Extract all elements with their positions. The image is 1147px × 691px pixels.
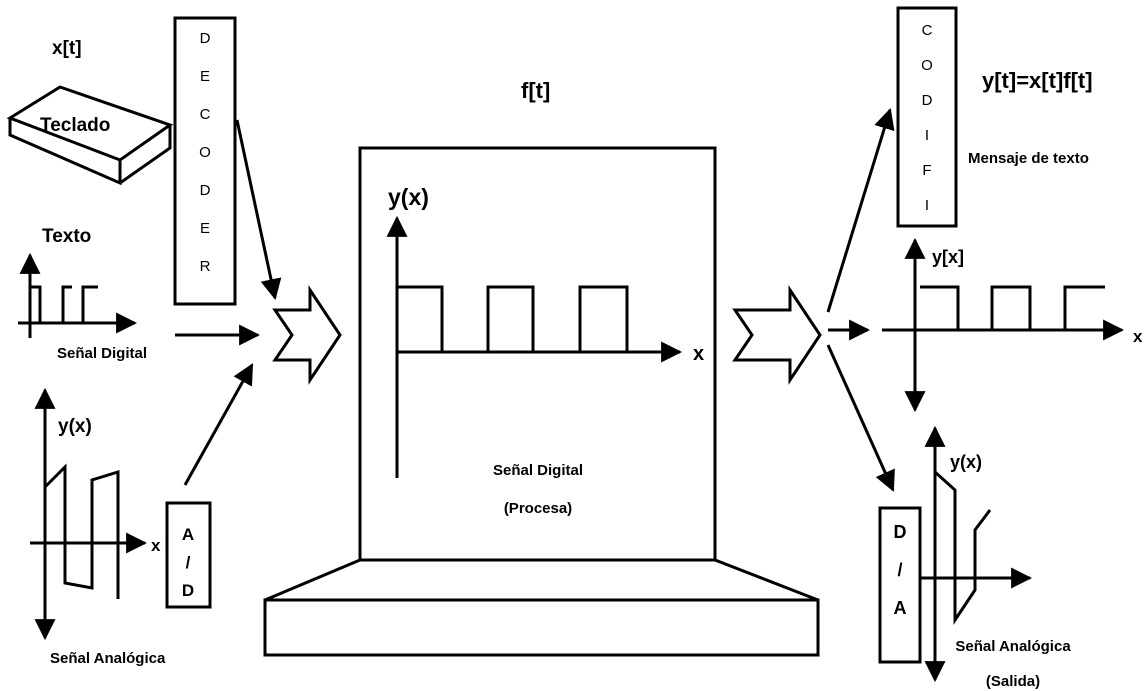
monitor-base <box>263 598 820 657</box>
digital-output-y-label: y[x] <box>932 247 964 267</box>
analog-input-caption: Señal Analógica <box>50 650 166 667</box>
adc-letter-2: / <box>186 553 191 572</box>
digital-output-x-label: x <box>1133 327 1143 346</box>
processor-caption-1: Señal Digital <box>493 462 583 479</box>
decoder-letter-4: O <box>199 144 211 161</box>
text-signal-plot <box>18 252 138 338</box>
output-block-arrow <box>732 285 822 385</box>
processor-plot <box>386 215 683 478</box>
input-block-arrow <box>272 285 342 385</box>
decoder-box <box>173 16 237 306</box>
text-signal-title: Texto <box>42 226 91 247</box>
processor-caption-2: (Procesa) <box>504 500 572 517</box>
encoder-box <box>896 6 958 228</box>
dac-box <box>878 506 922 664</box>
analog-output-caption-1: Señal Analógica <box>955 638 1071 655</box>
processor-x-label: x <box>693 343 704 365</box>
to-encoder-arrow <box>826 107 895 313</box>
to-dac-arrow <box>826 344 895 492</box>
encoder-letter-5: F <box>922 162 931 179</box>
decoder-letter-7: R <box>200 258 211 275</box>
decoder-letter-1: D <box>200 30 211 47</box>
analog-output-plot <box>920 425 1033 683</box>
analog-input-plot <box>30 387 148 641</box>
processor-function-label: f[t] <box>521 78 550 103</box>
keyboard-label: Teclado <box>40 115 110 136</box>
keyboard-box <box>6 85 174 186</box>
decoder-letter-2: E <box>200 68 210 85</box>
analog-input-x-label: x <box>151 536 161 555</box>
text-signal-caption: Señal Digital <box>57 345 147 362</box>
dac-letter-2: / <box>897 560 902 580</box>
adc-to-input-arrow <box>183 363 254 486</box>
message-caption: Mensaje de texto <box>968 150 1089 167</box>
processor-y-label: y(x) <box>388 184 429 210</box>
decoder-letter-3: C <box>200 106 211 123</box>
analog-output-caption-2: (Salida) <box>986 673 1040 690</box>
decoder-letter-5: D <box>200 182 211 199</box>
encoder-letter-1: C <box>922 22 933 39</box>
monitor-base-top <box>264 558 819 602</box>
dac-letter-3: A <box>894 598 907 618</box>
analog-output-y-label: y(x) <box>950 452 982 472</box>
encoder-letter-4: I <box>925 127 929 144</box>
encoder-letter-3: D <box>922 92 933 109</box>
decoder-letter-6: E <box>200 220 210 237</box>
digital-output-plot <box>882 237 1125 413</box>
adc-letter-1: A <box>182 525 194 544</box>
keyboard-signal-label: x[t] <box>52 38 82 59</box>
adc-letter-3: D <box>182 581 194 600</box>
encoder-letter-2: O <box>921 57 933 74</box>
output-equation: y[t]=x[t]f[t] <box>982 68 1093 93</box>
analog-input-y-label: y(x) <box>58 416 92 437</box>
encoder-letter-6: I <box>925 197 929 214</box>
dac-letter-1: D <box>894 522 907 542</box>
adc-box <box>165 501 212 609</box>
decoder-to-input-arrow <box>235 119 282 301</box>
